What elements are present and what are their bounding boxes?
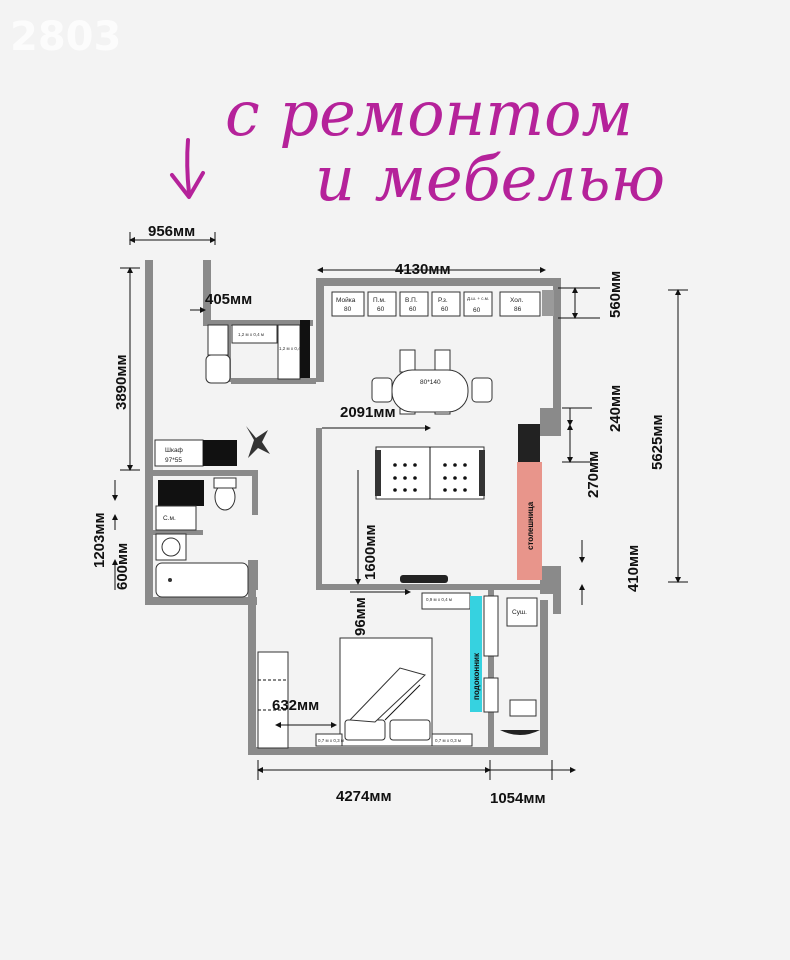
dim-1203: 1203мм [91, 512, 108, 568]
cabinet-label: Р.з. [438, 297, 448, 304]
dim-405: 405мм [205, 291, 252, 308]
washer-label: С.м. [163, 515, 176, 522]
dim-956: 956мм [148, 223, 195, 240]
dim-96: 96мм [352, 597, 369, 636]
cabinet-washer [463, 291, 493, 317]
table-size-label: 80*140 [420, 379, 441, 386]
windowsill-label: подоконник [472, 652, 481, 700]
cabinet-size: 80 [344, 306, 352, 313]
tv [400, 575, 448, 583]
dimension-lines [112, 232, 688, 780]
countertop: столешница [517, 424, 542, 580]
bedroom-wardrobe [257, 651, 289, 749]
dim-240: 240мм [607, 385, 624, 432]
nightstand-label: 0,7 м х 0,3 м [435, 738, 461, 743]
living-rug [375, 446, 485, 583]
kitchen-cabinets: Мойка 80 П.м. 60 В.П. 60 Р.з. 60 Д.ш. + … [331, 290, 554, 317]
cabinet-dishwasher [367, 291, 397, 317]
dim-5625: 5625мм [649, 414, 666, 470]
countertop-label: столешница [526, 501, 535, 550]
cabinet-size: 60 [473, 307, 481, 314]
cabinet-sink [331, 291, 365, 317]
handwriting-line-2: и мебелью [315, 142, 665, 215]
dining-table: 80*140 [371, 349, 493, 415]
cabinet-size: 86 [514, 306, 522, 313]
plant-icon [246, 426, 270, 458]
handwriting-line-1: с ремонтом [225, 77, 633, 150]
bedroom: 0,7 м х 0,3 м 0,7 м х 0,3 м 0,9 м х 0,4 … [257, 592, 473, 749]
dim-270: 270мм [585, 451, 602, 498]
bathtub-icon [155, 562, 249, 598]
bathroom: Шкаф 97*55 С.м. [154, 426, 270, 598]
dim-2091: 2091мм [340, 404, 396, 421]
dim-4274: 4274мм [336, 788, 392, 805]
cabinet-label: Мойка [336, 296, 356, 304]
dim-1600: 1600мм [362, 524, 379, 580]
dim-410: 410мм [625, 545, 642, 592]
sink-icon [161, 537, 181, 557]
cabinet-fridge [499, 291, 541, 317]
closet-label: 1,2 м х 0,4 м [279, 346, 305, 351]
closet-label: 1,2 м х 0,4 м [238, 332, 264, 337]
cabinet-label: П.м. [373, 297, 386, 304]
arrow-down-icon [170, 138, 205, 199]
wardrobe-label: Шкаф [165, 447, 184, 454]
cabinet-label: Хол. [510, 297, 524, 304]
dim-3890: 3890мм [113, 354, 130, 410]
wardrobe-size: 97*55 [165, 457, 182, 464]
cabinet-size: 60 [441, 306, 449, 313]
dim-632: 632мм [272, 697, 319, 714]
listing-badge: 2803 [10, 14, 121, 60]
dim-1054: 1054мм [490, 790, 546, 807]
dim-560: 560мм [607, 271, 624, 318]
balcony: подоконник Суш. [470, 595, 540, 735]
walls [145, 260, 561, 755]
cabinet-work [431, 291, 461, 317]
dryer-label: Суш. [512, 609, 527, 616]
cabinet-label: В.П. [405, 297, 418, 304]
shelf-label: 0,9 м х 0,4 м [426, 597, 452, 602]
cabinet-size: 60 [377, 306, 385, 313]
cabinet-label: Д.ш. + с.м. [467, 296, 489, 301]
cabinet-oven [399, 291, 429, 317]
cabinet-size: 60 [409, 306, 417, 313]
dim-600: 600мм [114, 543, 131, 590]
dim-4130: 4130мм [395, 261, 451, 278]
duct [542, 290, 554, 316]
nightstand-label: 0,7 м х 0,3 м [318, 738, 344, 743]
entry-furniture: 1,2 м х 0,4 м 1,2 м х 0,4 м [205, 320, 310, 384]
